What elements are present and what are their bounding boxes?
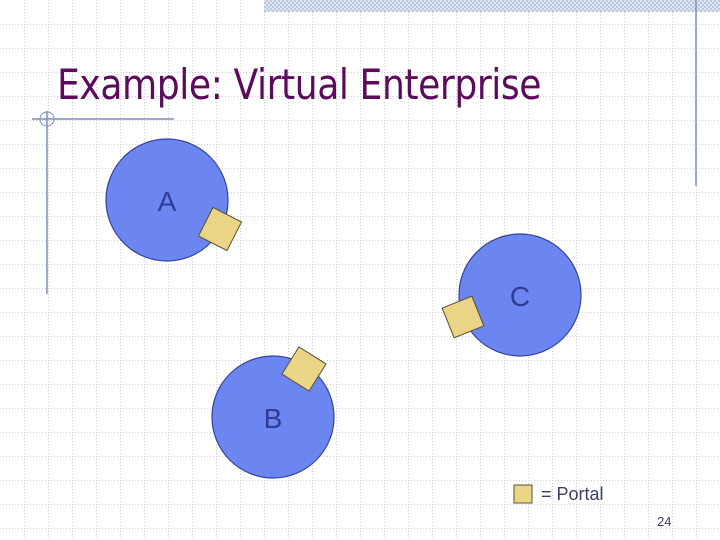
portal-icon-a[interactable] bbox=[197, 206, 243, 252]
title-guide-lines bbox=[32, 0, 697, 294]
enterprise-node-c[interactable] bbox=[441, 233, 582, 357]
enterprise-circle-c[interactable] bbox=[458, 233, 582, 357]
enterprise-node-b[interactable] bbox=[211, 346, 335, 479]
portal-icon-c[interactable] bbox=[441, 295, 485, 339]
enterprise-nodes bbox=[105, 138, 582, 479]
node-label-c[interactable]: C bbox=[509, 281, 531, 312]
page-number: 24 bbox=[657, 514, 672, 529]
node-label-a[interactable]: A bbox=[157, 186, 177, 217]
slide-title: Example: Virtual Enterprise bbox=[57, 60, 542, 109]
node-label-b[interactable]: B bbox=[263, 403, 283, 434]
portal-icon-b[interactable] bbox=[281, 346, 327, 392]
legend-portal-icon bbox=[513, 484, 533, 504]
decorative-top-band bbox=[264, 0, 720, 12]
enterprise-circle-a[interactable] bbox=[105, 138, 229, 262]
enterprise-node-a[interactable] bbox=[105, 138, 243, 262]
legend-label: = Portal bbox=[541, 484, 604, 504]
guide-circle-icon bbox=[39, 111, 55, 127]
